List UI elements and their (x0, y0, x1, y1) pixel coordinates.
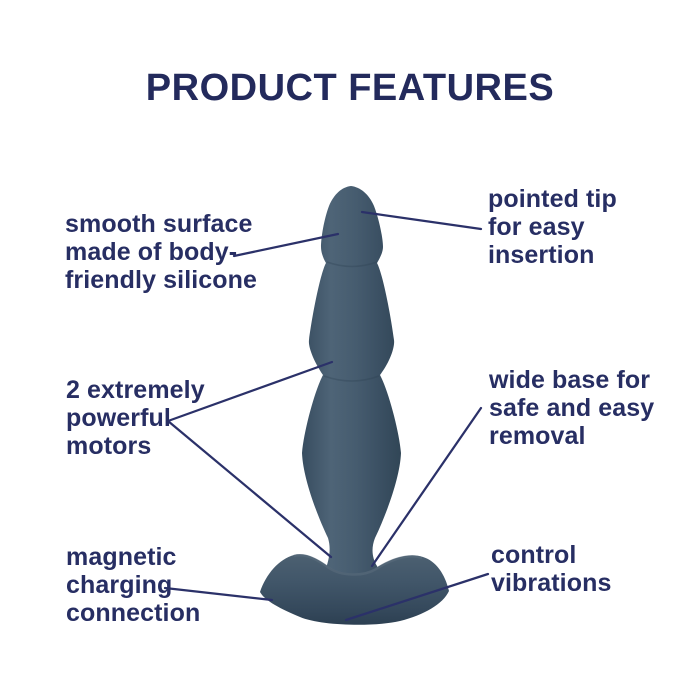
label-line: control (491, 541, 577, 569)
label-motors: 2 extremely powerful motors (66, 376, 205, 460)
smooth-surface-connector (232, 232, 340, 258)
label-line: made of body- (65, 238, 238, 266)
plug-product (260, 186, 449, 625)
label-line: pointed tip (488, 185, 617, 213)
label-line: wide base for (489, 366, 651, 394)
label-wide-base: wide base for safe and easy removal (489, 366, 654, 450)
label-control-vibrations: control vibrations (491, 541, 611, 597)
label-smooth-surface: smooth surface made of body- friendly si… (65, 210, 257, 294)
label-line: vibrations (491, 569, 612, 597)
label-line: powerful (66, 404, 171, 432)
label-pointed-tip: pointed tip for easy insertion (488, 185, 617, 269)
motors-connector-lower (166, 419, 333, 559)
label-line: removal (489, 422, 586, 450)
base-rim-highlight (293, 554, 423, 576)
label-line: for easy (488, 213, 585, 241)
label-line: safe and easy (489, 394, 655, 422)
control-connector (344, 572, 490, 622)
label-line: motors (66, 432, 152, 460)
magnetic-connector (163, 586, 274, 602)
waist-crease-middle (323, 375, 380, 382)
label-magnetic-charging: magnetic charging connection (66, 543, 200, 627)
motors-connector-upper (166, 360, 334, 423)
plug-body-shape (302, 186, 401, 574)
label-line: insertion (488, 241, 595, 269)
label-line: friendly silicone (65, 266, 258, 294)
label-line: 2 extremely (66, 376, 205, 404)
connector-lines (163, 210, 490, 622)
label-line: connection (66, 599, 201, 627)
label-line: magnetic (66, 543, 177, 571)
page-title: PRODUCT FEATURES (145, 67, 555, 109)
wide-base-connector (370, 406, 483, 568)
label-line: smooth surface (65, 210, 253, 238)
waist-crease-top (326, 261, 378, 268)
plug-base-shape (260, 554, 449, 625)
pointed-tip-connector (360, 210, 483, 231)
label-line: charging (66, 571, 173, 599)
